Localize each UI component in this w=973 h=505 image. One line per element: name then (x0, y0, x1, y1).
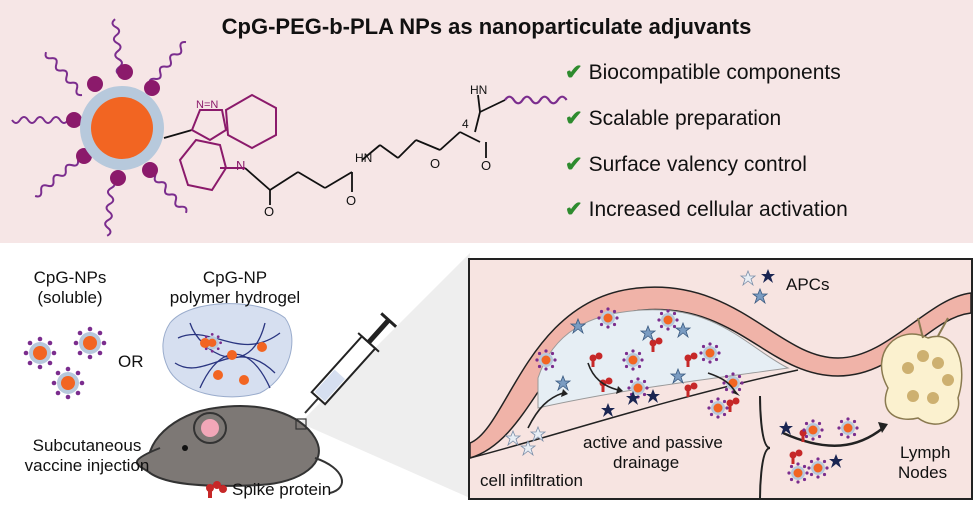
hydrogel-label: CpG-NP polymer hydrogel (169, 268, 301, 307)
feature-1: ✔Biocompatible components (565, 61, 841, 84)
soluble-label: CpG-NPs (soluble) (33, 268, 107, 307)
feature-2: ✔Scalable preparation (565, 107, 782, 130)
np-small (597, 307, 619, 329)
arrowhead (616, 386, 623, 394)
check-icon: ✔ (565, 107, 583, 130)
check-icon: ✔ (565, 61, 583, 84)
np-small (657, 309, 679, 331)
zoom-cone (300, 253, 470, 498)
or-label: OR (118, 352, 144, 371)
np-gel-5 (213, 370, 223, 380)
hn-label-mid: HN (355, 151, 372, 165)
np-soluble-3 (51, 366, 85, 400)
np-soluble-1 (23, 336, 57, 370)
cpg-strand-chem (503, 95, 568, 105)
arrowhead (733, 389, 740, 396)
np-small (787, 462, 809, 484)
injection-scene (23, 253, 470, 498)
np-small (807, 457, 829, 479)
o-label-1: O (264, 204, 274, 219)
np-gel-3 (227, 350, 237, 360)
arrowhead (561, 389, 568, 397)
spike-icon (206, 481, 227, 498)
chemical-structure (163, 94, 506, 205)
feature-4: ✔Increased cellular activation (565, 198, 848, 221)
subscript-label: 4 (462, 117, 469, 131)
lymph-label-1: Lymph (900, 443, 950, 462)
drainage-label-1: active and passive (583, 433, 723, 452)
feature-3: ✔Surface valency control (565, 153, 807, 176)
np-small (707, 397, 729, 419)
np-small (722, 372, 744, 394)
n-label: N=N (196, 99, 218, 111)
np-soluble-2 (73, 326, 107, 360)
check-icon: ✔ (565, 198, 583, 221)
inset-panel: APCs (468, 258, 973, 500)
dbco-rings (178, 93, 277, 192)
n-label-2: N (236, 158, 245, 173)
np-gel-2 (200, 338, 210, 348)
o-label-3: O (430, 156, 440, 171)
np-small (837, 417, 859, 439)
apcs-label: APCs (786, 275, 829, 294)
hn-label-top: HN (470, 83, 487, 97)
np-small (627, 377, 649, 399)
np-small (699, 342, 721, 364)
syringe (304, 312, 398, 414)
tissue-boundary (469, 369, 799, 459)
check-icon: ✔ (565, 153, 583, 176)
np-small (802, 419, 824, 441)
o-label-2: O (346, 193, 356, 208)
arrowhead (878, 422, 888, 433)
np-gel-4 (257, 342, 267, 352)
lymph-node (880, 317, 963, 425)
np-gel-6 (239, 375, 249, 385)
hydrogel (162, 303, 293, 398)
main-title: CpG-PEG-b-PLA NPs as nanoparticulate adj… (221, 14, 752, 39)
nanoparticle-core (91, 97, 153, 159)
injection-label: Subcutaneous vaccine injection (24, 436, 150, 475)
np-small (622, 349, 644, 371)
nanoparticle-structure: N=N N O O O O HN HN 4 (11, 17, 568, 238)
infiltration-label: cell infiltration (480, 471, 583, 490)
spike-label: Spike protein (232, 480, 332, 499)
drainage-label-2: drainage (613, 453, 679, 472)
o-label-4: O (481, 158, 491, 173)
mouse (135, 405, 343, 494)
np-small (535, 349, 557, 371)
lymph-label-2: Nodes (898, 463, 947, 482)
